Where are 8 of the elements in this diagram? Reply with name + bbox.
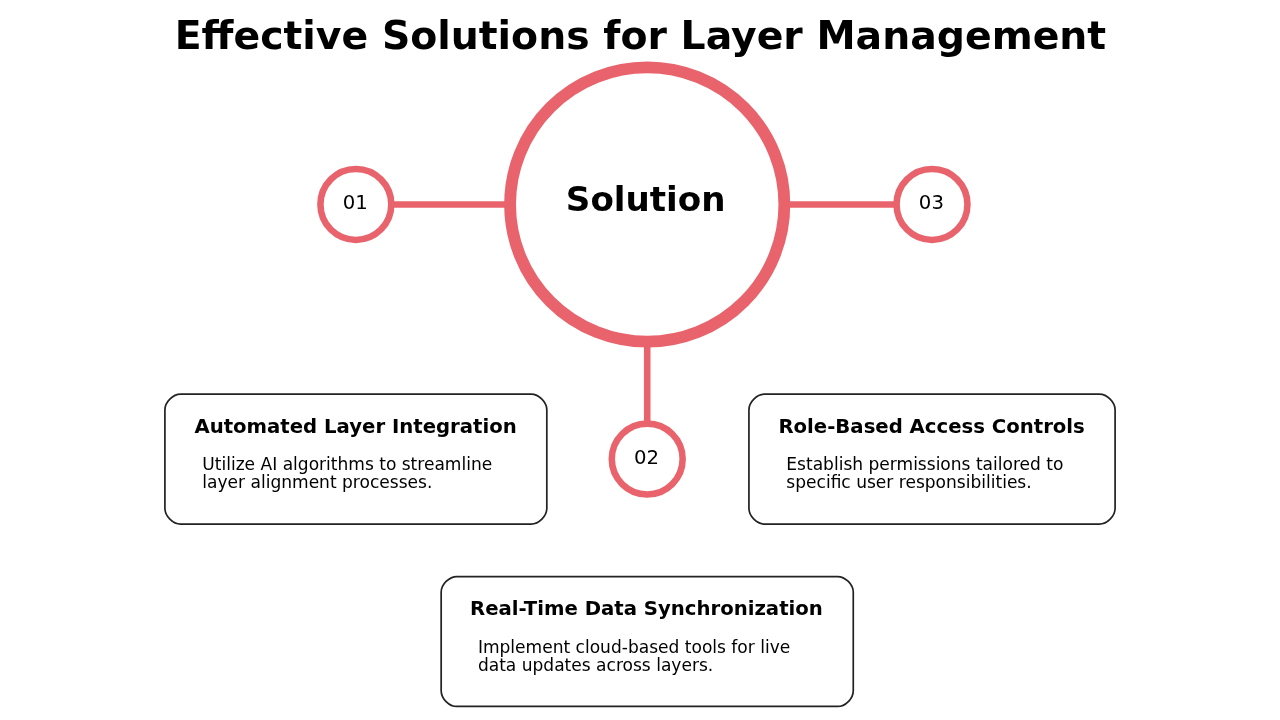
diagram-title: Effective Solutions for Layer Management	[174, 11, 1107, 58]
node-box: Real-Time Data Synchronization Implement cloud-based tools for live data updates across layers.	[440, 575, 855, 708]
node-circle: 02	[608, 420, 686, 498]
node-circle: Solution	[504, 61, 791, 348]
node-box: Role-Based Access Controls Establish permissions tailored to specific user responsibilities.	[748, 393, 1116, 525]
node-circle: 03	[893, 165, 971, 244]
node-box: Automated Layer Integration Utilize AI algorithms to streamline layer alignment processes.	[164, 393, 548, 525]
node-circle: 01	[317, 165, 395, 244]
